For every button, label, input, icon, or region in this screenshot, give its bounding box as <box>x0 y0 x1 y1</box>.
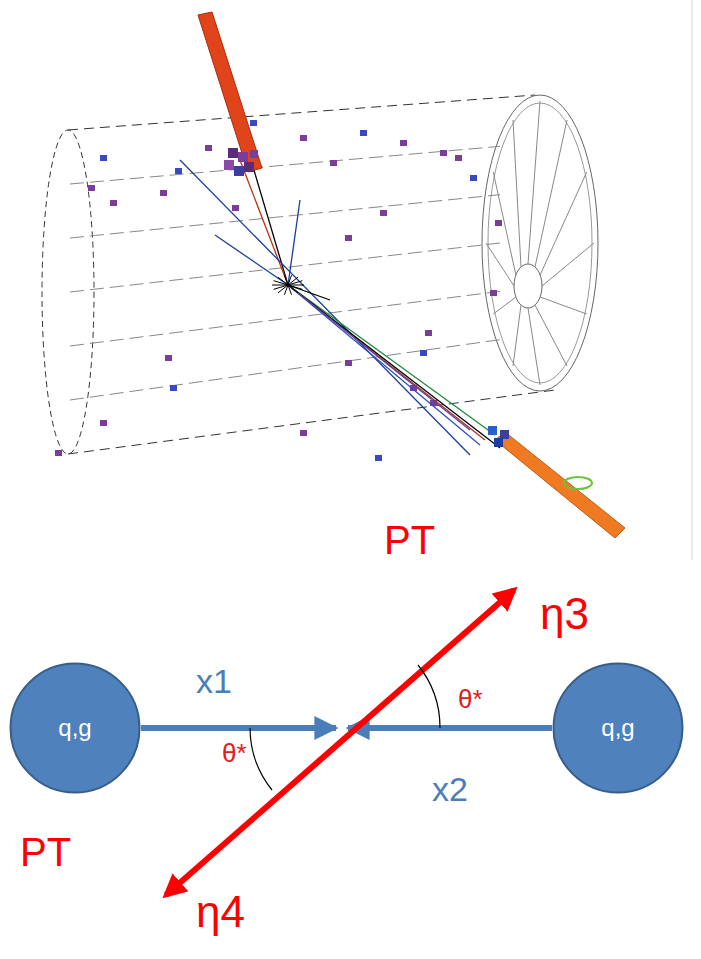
jet-cone <box>198 12 262 172</box>
momentum-label: PT <box>20 832 71 872</box>
parton-circle: q,g <box>552 662 684 794</box>
momentum-label: PT <box>384 520 435 560</box>
parton-label: q,g <box>601 716 634 740</box>
frame-line <box>692 0 693 560</box>
momentum-fraction-label: x2 <box>432 772 468 806</box>
jet-cone <box>495 432 625 538</box>
angle-arc <box>250 728 272 790</box>
momentum-fraction-label: x1 <box>196 664 232 698</box>
incoming-partons <box>141 728 552 729</box>
pseudorapidity-label: η4 <box>196 890 245 934</box>
detector-cylinder <box>42 95 598 454</box>
muon-ring <box>564 477 592 489</box>
angle-label: θ* <box>458 686 483 712</box>
pseudorapidity-label: η3 <box>540 592 589 636</box>
parton-circle: q,g <box>9 662 141 794</box>
angle-label: θ* <box>222 740 247 766</box>
calorimeter-hits <box>55 120 502 461</box>
angle-arc <box>418 665 440 728</box>
parton-label: q,g <box>58 716 91 740</box>
tracks <box>180 150 500 455</box>
energy-cluster <box>224 148 509 447</box>
outgoing-jets <box>166 590 514 895</box>
